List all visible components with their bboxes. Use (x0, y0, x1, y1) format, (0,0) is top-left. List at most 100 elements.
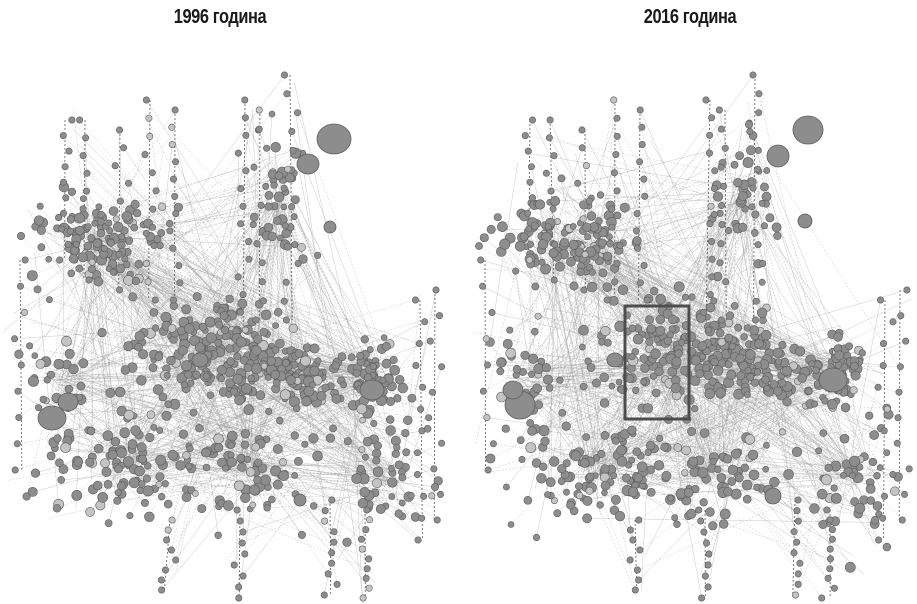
network-node (413, 470, 421, 478)
network-node (215, 320, 224, 329)
network-node (249, 501, 256, 509)
network-node (602, 282, 613, 293)
network-node (96, 229, 106, 238)
network-node (636, 158, 644, 166)
network-node (357, 535, 365, 543)
network-node (674, 349, 683, 358)
network-edge (72, 384, 209, 451)
network-node (234, 394, 245, 406)
network-node (716, 209, 724, 217)
network-node (833, 332, 843, 342)
network-node (170, 175, 178, 183)
network-edge (667, 313, 842, 490)
network-node (258, 278, 266, 286)
network-node (100, 458, 110, 469)
network-node (97, 210, 105, 219)
network-node (502, 338, 513, 349)
network-node (666, 331, 674, 339)
network-node (744, 120, 753, 129)
network-node (342, 537, 352, 547)
network-edge (201, 373, 296, 509)
network-node (138, 349, 149, 360)
network-edge (251, 382, 277, 471)
network-edge (174, 404, 251, 475)
network-node (288, 203, 296, 211)
network-node (549, 205, 557, 213)
network-node (606, 239, 614, 248)
network-edge (526, 387, 704, 473)
network-node (372, 466, 384, 478)
network-node (161, 410, 172, 421)
network-node (826, 555, 834, 563)
network-edge (407, 341, 428, 421)
network-node (868, 457, 878, 467)
network-edge (54, 372, 251, 473)
network-node (718, 202, 726, 210)
network-node (545, 384, 554, 392)
network-node (639, 354, 649, 363)
network-node (613, 114, 621, 122)
network-node (178, 429, 188, 439)
network-node (242, 131, 250, 139)
network-node (333, 580, 341, 588)
network-node (280, 71, 288, 79)
network-node (900, 490, 908, 498)
network-edge (202, 358, 438, 521)
network-node (740, 463, 749, 472)
network-node (272, 479, 283, 490)
network-node (550, 276, 558, 284)
network-edge (260, 463, 436, 488)
network-node (834, 350, 845, 361)
network-node (15, 413, 23, 421)
network-node (641, 192, 649, 200)
network-node (142, 229, 150, 237)
network-node (127, 439, 138, 450)
network-node (151, 296, 159, 304)
network-node (314, 357, 322, 365)
network-node (274, 308, 283, 317)
network-edge (613, 128, 722, 295)
network-node (579, 215, 587, 223)
network-edge (222, 349, 368, 442)
network-edge (537, 223, 543, 263)
network-node (235, 583, 243, 591)
network-edge (161, 373, 309, 581)
network-edge (602, 469, 705, 533)
network-node (545, 477, 556, 488)
network-node (896, 363, 904, 371)
network-node (754, 361, 762, 370)
network-node (826, 545, 834, 553)
network-node (763, 167, 771, 174)
network-node (543, 374, 554, 385)
network-node (120, 144, 128, 152)
network-edge (595, 211, 841, 389)
network-node (724, 227, 733, 235)
network-node (33, 285, 42, 294)
network-node (599, 398, 610, 408)
large-node (359, 379, 385, 401)
network-edge (60, 262, 263, 386)
network-edge (118, 129, 121, 291)
network-node (234, 273, 242, 281)
network-edge (15, 366, 370, 471)
network-node (217, 375, 225, 383)
network-node (817, 488, 828, 500)
network-node (646, 324, 656, 334)
network-node (356, 464, 365, 473)
network-node (650, 348, 661, 360)
network-node (197, 504, 207, 514)
panel-title-2016: 2016 година (643, 6, 737, 28)
network-edge (618, 193, 746, 211)
network-node (130, 223, 139, 232)
network-node (236, 453, 246, 463)
network-node (60, 442, 71, 454)
network-edge (837, 299, 881, 526)
network-node (483, 361, 491, 369)
network-node (79, 205, 87, 213)
network-node (625, 374, 634, 383)
network-node (265, 407, 273, 416)
network-node (903, 286, 911, 294)
network-node (146, 132, 154, 140)
network-node (186, 444, 194, 453)
network-node (519, 232, 529, 242)
